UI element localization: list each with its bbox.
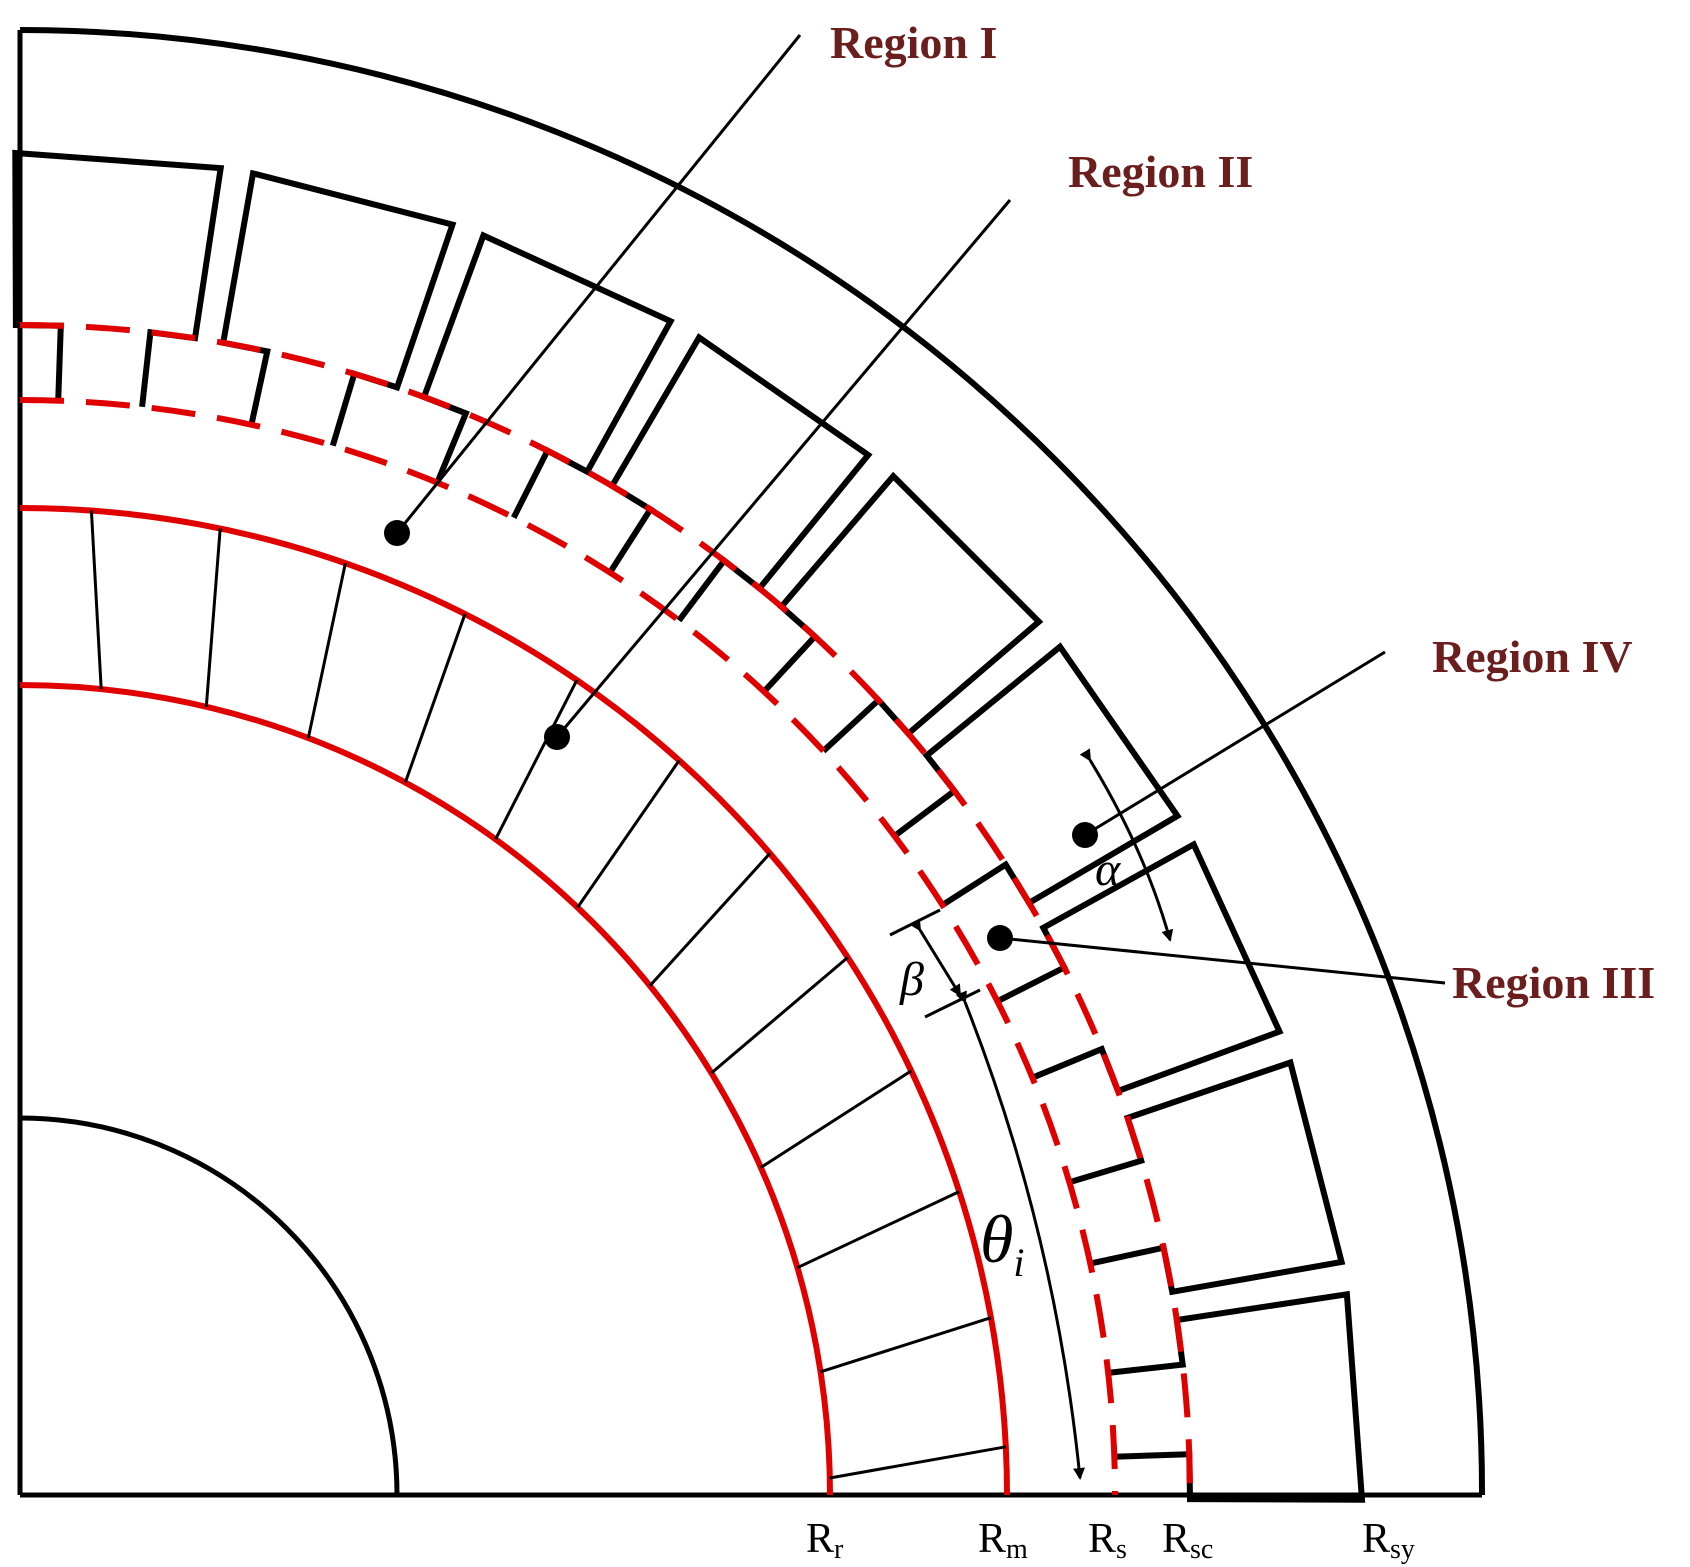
rotor-surface-arc	[19, 682, 833, 1496]
magnet-segment-line	[576, 759, 681, 909]
region-1-label: Region I	[830, 17, 997, 68]
stator-slot	[420, 231, 675, 519]
stator-slot	[1107, 1290, 1366, 1503]
region-3-label: Region III	[1452, 957, 1655, 1008]
magnet-segment-line	[89, 510, 103, 690]
magnet-segment-line	[403, 613, 467, 784]
beta-tick-bottom	[924, 988, 981, 1019]
region-1-dot	[384, 520, 410, 546]
stator-slot	[219, 169, 457, 447]
theta-symbol: θi	[980, 1201, 1025, 1285]
magnet-segment-lines	[89, 510, 1007, 1480]
theta-arrow	[955, 990, 1085, 1480]
magnet-segment-line	[759, 1069, 913, 1169]
stator-slot	[996, 840, 1284, 1095]
magnet-segment-line	[494, 679, 579, 840]
beta-tick-top	[889, 908, 941, 937]
stator-slot	[892, 642, 1182, 908]
radius-label-rs: Rs	[1088, 1516, 1127, 1565]
magnet-segment-line	[796, 1190, 960, 1270]
magnet-segment-line	[204, 528, 222, 707]
beta-symbol: β	[899, 953, 924, 1006]
region-3-leader	[999, 936, 1446, 985]
magnet-outer-arc	[19, 505, 1010, 1496]
stator-slot	[761, 471, 1044, 754]
region-2-label: Region II	[1068, 146, 1253, 197]
beta-arrow	[909, 918, 962, 997]
stator-slots	[12, 149, 1366, 1503]
magnet-segment-line	[306, 562, 347, 739]
magnet-segment-line	[710, 956, 849, 1075]
alpha-arrow	[1079, 748, 1174, 942]
radius-label-rr: Rr	[806, 1516, 844, 1565]
magnet-segment-line	[648, 852, 772, 987]
region-1-leader	[395, 34, 802, 534]
radius-label-rsc: Rsc	[1162, 1516, 1213, 1565]
slot-opening-dashed-arc	[19, 322, 1193, 1496]
region-3-dot	[987, 925, 1013, 951]
shaft-arc	[19, 1115, 400, 1496]
region-2-dot	[544, 724, 570, 750]
stator-slot	[1068, 1058, 1346, 1296]
alpha-symbol: α	[1095, 843, 1121, 896]
region-2-leader	[555, 199, 1012, 738]
magnet-segment-line	[829, 1445, 1007, 1480]
stator-bore-dashed-arc	[19, 397, 1118, 1496]
radius-label-rm: Rm	[978, 1516, 1028, 1565]
radius-label-rsy: Rsy	[1362, 1516, 1415, 1565]
region-4-label: Region IV	[1432, 631, 1633, 682]
magnet-segment-line	[820, 1316, 992, 1374]
stator-outer-arc	[19, 27, 1486, 1496]
stator-slot	[607, 333, 873, 623]
stator-slot	[12, 149, 225, 408]
